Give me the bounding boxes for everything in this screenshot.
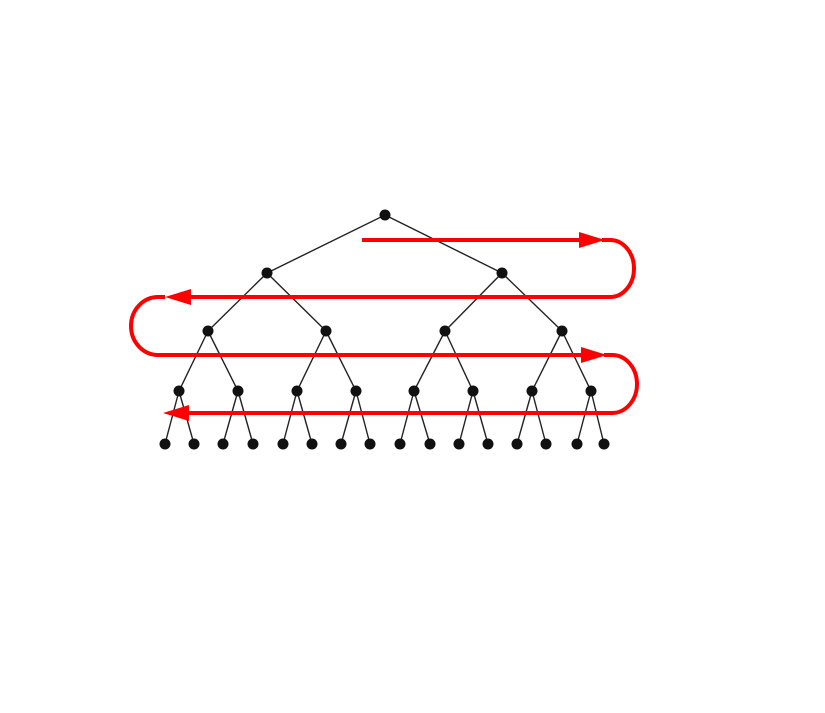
leaf-node — [571, 438, 583, 450]
tree-edge — [531, 330, 563, 392]
tree-edge — [444, 330, 474, 392]
tree-edge — [576, 390, 592, 445]
tree-edge — [355, 390, 371, 445]
tree-node — [291, 385, 303, 397]
tree-node — [320, 325, 332, 337]
tree-edge — [458, 390, 474, 445]
leaf-node — [453, 438, 465, 450]
tree-node — [556, 325, 568, 337]
tree-node — [467, 385, 479, 397]
leaf-node — [540, 438, 552, 450]
tree-node — [232, 385, 244, 397]
tree-edge — [266, 214, 386, 274]
leaf-node — [247, 438, 259, 450]
tree-edge — [296, 330, 327, 392]
tree-node — [439, 325, 451, 337]
arrow-level-1-head — [579, 232, 605, 248]
tree-edge — [207, 272, 268, 332]
leaf-node — [188, 438, 200, 450]
arrow-level-4-head — [163, 405, 189, 421]
tree-edge — [472, 390, 489, 445]
leaf-node — [598, 438, 610, 450]
tree-node — [526, 385, 538, 397]
tree-edge — [164, 390, 180, 445]
tree-edge — [561, 330, 592, 392]
tree-edge — [178, 330, 209, 392]
tree-edge — [384, 214, 503, 274]
tree-edge — [531, 390, 547, 445]
tree-edge — [296, 390, 313, 445]
tree-edge — [413, 330, 446, 392]
tree-node — [496, 267, 508, 279]
tree-node — [173, 385, 185, 397]
arrow-turn-right-2 — [604, 353, 640, 415]
leaf-node — [482, 438, 494, 450]
tree-edge — [207, 330, 239, 392]
tree-node — [585, 385, 597, 397]
arrow-level-3-head — [581, 347, 607, 363]
tree-edge — [444, 272, 503, 332]
tree-node — [408, 385, 420, 397]
tree-edge — [590, 390, 605, 445]
tree-edge — [222, 390, 239, 445]
leaf-node — [364, 438, 376, 450]
leaf-node — [277, 438, 289, 450]
leaf-node — [394, 438, 406, 450]
tree-edge — [340, 390, 357, 445]
leaf-node — [335, 438, 347, 450]
leaf-node — [511, 438, 523, 450]
tree-node — [202, 325, 214, 337]
arrow-turn-right-1 — [602, 238, 637, 299]
tree-edge — [501, 272, 563, 332]
tree-edge — [237, 390, 254, 445]
tree-edge — [282, 390, 298, 445]
tree-node — [350, 385, 362, 397]
tree-edge — [325, 330, 357, 392]
tree-nodes — [159, 209, 610, 450]
tree-edge — [266, 272, 327, 332]
tree-edge — [413, 390, 431, 445]
tree-edges — [164, 214, 605, 445]
tree-edge — [399, 390, 415, 445]
tree-edge — [516, 390, 533, 445]
leaf-node — [424, 438, 436, 450]
arrow-level-2-head — [165, 289, 191, 305]
arrow-turn-left-1 — [128, 295, 165, 357]
leaf-node — [159, 438, 171, 450]
root-node — [379, 209, 391, 221]
tree-node — [261, 267, 273, 279]
leaf-node — [217, 438, 229, 450]
leaf-node — [306, 438, 318, 450]
traversal-arrows — [128, 232, 640, 421]
